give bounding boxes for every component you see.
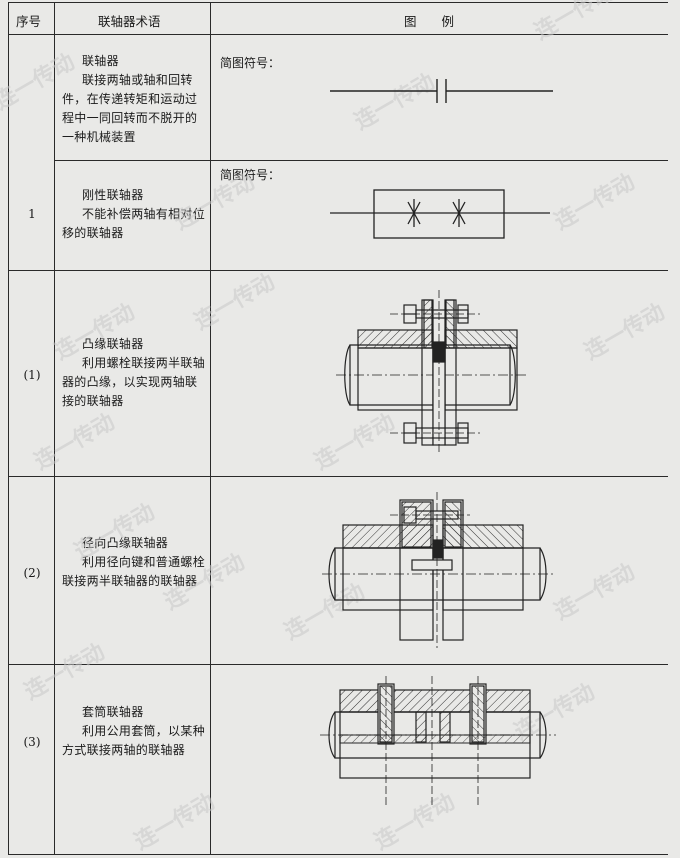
symbol-label: 简图符号：: [220, 56, 281, 70]
rigid-coupling-symbol: [330, 189, 550, 239]
svg-text:连一传动: 连一传动: [280, 579, 369, 646]
seq-number: (3): [23, 735, 41, 749]
svg-text:连一传动: 连一传动: [530, 0, 619, 45]
term-description: 利用螺栓联接两半联轴器的凸缘，以实现两轴联接的联轴器: [62, 356, 206, 408]
row-divider: [54, 160, 668, 161]
seq-number: (1): [23, 368, 41, 382]
svg-text:连一传动: 连一传动: [130, 789, 219, 856]
symbol-label: 简图符号：: [220, 168, 281, 182]
header-bottom-border: [8, 34, 668, 35]
svg-text:连一传动: 连一传动: [50, 299, 139, 366]
svg-text:连一传动: 连一传动: [310, 409, 399, 476]
term-description: 不能补偿两轴有相对位移的联轴器: [62, 207, 206, 240]
svg-text:连一传动: 连一传动: [0, 49, 79, 116]
svg-text:连一传动: 连一传动: [30, 409, 119, 476]
header-term: 联轴器术语: [98, 14, 161, 29]
term-cell-sleeve-coupling: 套筒联轴器 利用公用套筒，以某种方式联接两轴的联轴器: [62, 703, 206, 760]
term-cell-radial-flange-coupling: 径向凸缘联轴器 利用径向键和普通螺栓联接两半联轴器的联轴器: [62, 534, 206, 591]
radial-flange-coupling-drawing: [322, 492, 556, 648]
term-title: 套筒联轴器: [82, 705, 144, 719]
term-title: 径向凸缘联轴器: [82, 536, 169, 550]
svg-text:连一传动: 连一传动: [20, 639, 109, 706]
term-title: 联轴器: [82, 54, 119, 68]
term-title: 凸缘联轴器: [82, 337, 144, 351]
coupling-symbol: [330, 79, 553, 103]
row-divider: [8, 664, 668, 665]
svg-text:连一传动: 连一传动: [550, 169, 639, 236]
row-divider: [8, 270, 668, 271]
header-seq: 序号: [16, 14, 42, 29]
svg-text:连一传动: 连一传动: [580, 299, 669, 366]
term-description: 利用公用套筒，以某种方式联接两轴的联轴器: [62, 724, 206, 757]
svg-text:连一传动: 连一传动: [70, 499, 159, 566]
svg-text:连一传动: 连一传动: [350, 69, 439, 136]
table-top-border: [8, 2, 668, 3]
term-cell-rigid-coupling: 刚性联轴器 不能补偿两轴有相对位移的联轴器: [62, 186, 206, 243]
header-example: 图 例: [404, 14, 455, 29]
table-bottom-border: [8, 854, 668, 855]
table-left-border: [8, 2, 9, 854]
row-divider: [8, 476, 668, 477]
term-description: 联接两轴或轴和回转件，在传递转矩和运动过程中一同回转而不脱开的一种机械装置: [62, 73, 198, 144]
flange-coupling-drawing: [336, 290, 528, 452]
svg-text:连一传动: 连一传动: [160, 549, 249, 616]
column-divider: [54, 2, 55, 854]
seq-number: 1: [28, 207, 36, 221]
svg-text:连一传动: 连一传动: [190, 269, 279, 336]
svg-text:连一传动: 连一传动: [170, 169, 259, 236]
svg-text:连一传动: 连一传动: [370, 789, 459, 856]
seq-number: (2): [23, 566, 41, 580]
sleeve-coupling-drawing: [320, 676, 556, 808]
term-description: 利用径向键和普通螺栓联接两半联轴器的联轴器: [62, 555, 206, 588]
term-cell-coupling: 联轴器 联接两轴或轴和回转件，在传递转矩和运动过程中一同回转而不脱开的一种机械装…: [62, 52, 206, 147]
column-divider: [210, 2, 211, 854]
term-cell-flange-coupling: 凸缘联轴器 利用螺栓联接两半联轴器的凸缘，以实现两轴联接的联轴器: [62, 335, 206, 411]
term-title: 刚性联轴器: [82, 188, 144, 202]
svg-text:连一传动: 连一传动: [550, 559, 639, 626]
